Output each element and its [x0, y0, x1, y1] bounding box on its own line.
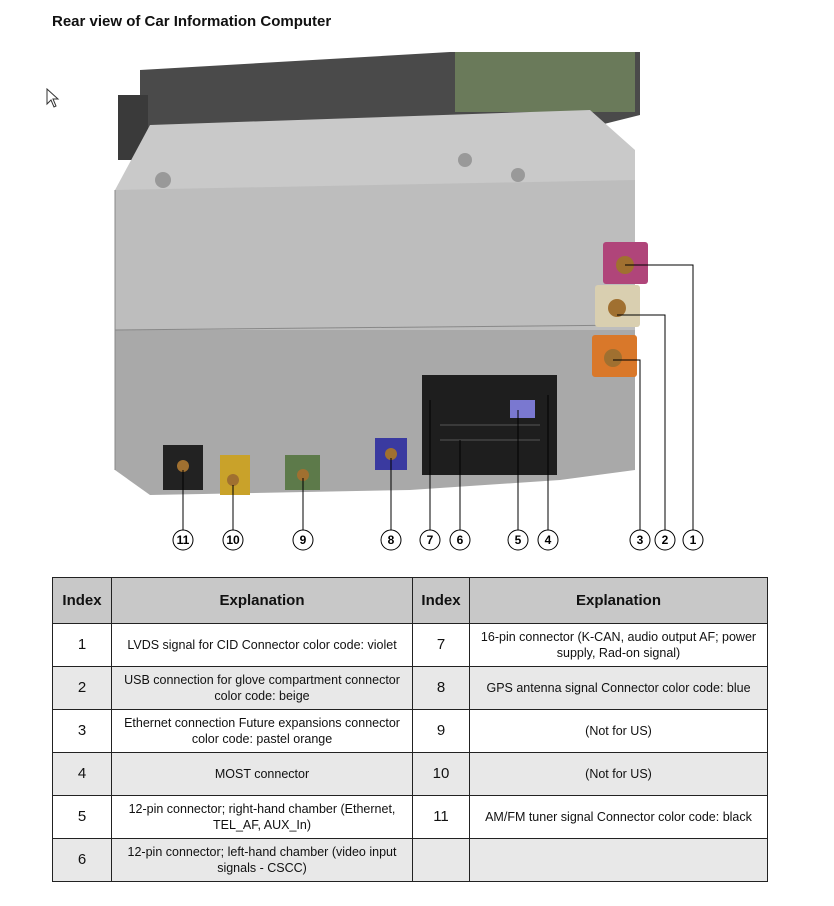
table-row: 4 MOST connector 10 (Not for US) [52, 752, 768, 796]
index-cell: 11 [412, 795, 470, 839]
callout-5: 5 [515, 533, 522, 547]
header-explanation: Explanation [469, 577, 768, 624]
callout-9: 9 [300, 533, 307, 547]
table-row: 3 Ethernet connection Future expansions … [52, 709, 768, 753]
page-title: Rear view of Car Information Computer [52, 13, 332, 30]
index-cell: 6 [52, 838, 112, 882]
explanation-cell: MOST connector [111, 752, 413, 796]
callout-3: 3 [637, 533, 644, 547]
explanation-cell [469, 838, 768, 882]
callout-11: 11 [177, 533, 190, 547]
explanation-cell: Ethernet connection Future expansions co… [111, 709, 413, 753]
callout-labels [172, 529, 704, 551]
table-row: 5 12-pin connector; right-hand chamber (… [52, 795, 768, 839]
index-cell: 5 [52, 795, 112, 839]
index-cell: 7 [412, 623, 470, 667]
explanation-cell: (Not for US) [469, 709, 768, 753]
header-explanation: Explanation [111, 577, 413, 624]
index-cell: 2 [52, 666, 112, 710]
header-index: Index [52, 577, 112, 624]
explanation-cell: USB connection for glove compartment con… [111, 666, 413, 710]
explanation-cell: 16-pin connector (K-CAN, audio output AF… [469, 623, 768, 667]
index-cell [412, 838, 470, 882]
device-rear-photo: 11 10 9 8 7 6 5 4 3 2 1 [114, 52, 704, 551]
explanation-cell: 12-pin connector; right-hand chamber (Et… [111, 795, 413, 839]
table-row: 2 USB connection for glove compartment c… [52, 666, 768, 710]
header-index: Index [412, 577, 470, 624]
callout-1: 1 [690, 533, 697, 547]
connector-table: Index Explanation Index Explanation 1 LV… [52, 577, 768, 882]
index-cell: 8 [412, 666, 470, 710]
callout-8: 8 [388, 533, 395, 547]
callout-6: 6 [457, 533, 464, 547]
index-cell: 1 [52, 623, 112, 667]
index-cell: 9 [412, 709, 470, 753]
callout-10: 10 [226, 533, 240, 547]
index-cell: 3 [52, 709, 112, 753]
table-row: 1 LVDS signal for CID Connector color co… [52, 623, 768, 667]
callout-4: 4 [545, 533, 552, 547]
callout-7: 7 [427, 533, 434, 547]
explanation-cell: (Not for US) [469, 752, 768, 796]
index-cell: 10 [412, 752, 470, 796]
explanation-cell: AM/FM tuner signal Connector color code:… [469, 795, 768, 839]
table-header: Index Explanation Index Explanation [52, 577, 768, 624]
explanation-cell: 12-pin connector; left-hand chamber (vid… [111, 838, 413, 882]
explanation-cell: GPS antenna signal Connector color code:… [469, 666, 768, 710]
explanation-cell: LVDS signal for CID Connector color code… [111, 623, 413, 667]
callout-2: 2 [662, 533, 669, 547]
index-cell: 4 [52, 752, 112, 796]
mouse-cursor-icon [46, 88, 60, 108]
table-row: 6 12-pin connector; left-hand chamber (v… [52, 838, 768, 882]
